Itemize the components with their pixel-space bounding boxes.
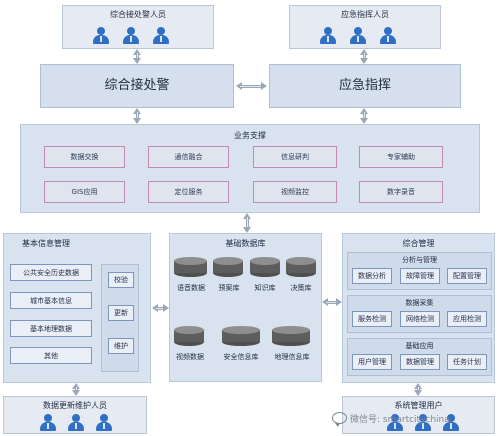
- person-icon: [443, 414, 459, 431]
- dispatch-staff-title: 综合接处警人员: [110, 10, 166, 19]
- database-panel: 基础数据库 语音数据 预案库 知识库 决策库 视频数据 安全信息库 地理信息库: [169, 233, 322, 382]
- database-cylinder-icon: [213, 257, 243, 277]
- analysis-group: 分析与管理 数据分析 故障管理 配置管理: [347, 252, 492, 290]
- person-icon: [415, 414, 431, 431]
- person-icon: [380, 27, 396, 44]
- analysis-item: 数据分析: [352, 268, 392, 284]
- dispatch-staff-panel: 综合接处警人员: [62, 5, 214, 49]
- basic-info-item: 基本地理数据: [10, 320, 92, 337]
- arrow-updown: [133, 49, 141, 64]
- arrow-updown: [360, 49, 368, 64]
- database-item: 知识库: [254, 284, 276, 292]
- base-app-group: 基础应用 用户管理 数据管理 任务计划: [347, 338, 492, 376]
- base-app-item: 任务计划: [447, 354, 487, 370]
- collection-item: 服务检测: [352, 311, 392, 327]
- database-cylinder-icon: [250, 257, 280, 277]
- collection-item: 网络检测: [400, 311, 440, 327]
- basic-info-item: 其他: [10, 347, 92, 364]
- verify-action: 校验: [108, 272, 134, 288]
- chat-bubble-icon: [332, 412, 347, 427]
- watermark: 微信号: smartcitychina: [332, 408, 497, 428]
- command-box: 应急指挥: [269, 64, 461, 108]
- person-icon: [123, 27, 139, 44]
- update-action: 更新: [108, 305, 134, 321]
- arrow-updown: [133, 108, 141, 124]
- support-item: 通信融合: [148, 146, 229, 168]
- business-support-panel: 业务支撑 数据交换 通信融合 信息研判 专家辅助 GIS应用 定位服务 视频监控…: [20, 124, 480, 213]
- basic-info-panel: 基本信息管理 公共安全历史数据 城市基本信息 基本地理数据 其他 校验 更新 维…: [3, 233, 151, 383]
- analysis-item: 配置管理: [447, 268, 487, 284]
- person-icon: [350, 27, 366, 44]
- database-item: 预案库: [218, 284, 240, 292]
- integrated-panel: 综合管理 分析与管理 数据分析 故障管理 配置管理 数据采集 服务检测 网络检测…: [342, 233, 495, 383]
- maintenance-staff-panel: 数据更新维护人员: [3, 396, 147, 434]
- basic-info-item: 城市基本信息: [10, 292, 92, 309]
- integrated-title: 综合管理: [402, 239, 435, 248]
- command-staff-panel: 应急指挥人员: [289, 5, 441, 49]
- database-item: 安全信息库: [223, 353, 259, 361]
- database-item: 语音数据: [177, 284, 205, 292]
- arrow-updown: [243, 213, 251, 233]
- person-icon: [320, 27, 336, 44]
- database-cylinder-icon: [286, 257, 316, 277]
- database-item: 视频数据: [176, 353, 204, 361]
- business-support-title: 业务支撑: [234, 131, 266, 140]
- person-icon: [96, 414, 112, 431]
- database-title: 基础数据库: [225, 239, 266, 248]
- base-app-item: 数据管理: [400, 354, 440, 370]
- support-item: 专家辅助: [359, 146, 443, 168]
- support-item: 数字录音: [359, 181, 443, 203]
- person-icon: [153, 27, 169, 44]
- database-cylinder-icon: [222, 326, 260, 346]
- database-item: 决策库: [290, 284, 312, 292]
- person-icon: [387, 414, 403, 431]
- system-admin-panel: 系统管理用户: [342, 396, 495, 434]
- support-item: 数据交换: [44, 146, 125, 168]
- database-item: 地理信息库: [274, 353, 310, 361]
- database-cylinder-icon: [174, 257, 207, 277]
- person-icon: [93, 27, 109, 44]
- person-icon: [40, 414, 56, 431]
- analysis-item: 故障管理: [400, 268, 440, 284]
- support-item: 信息研判: [253, 146, 337, 168]
- support-item: 视频监控: [253, 181, 337, 203]
- support-item: 定位服务: [148, 181, 229, 203]
- analysis-group-title: 分析与管理: [402, 256, 437, 264]
- collection-item: 应用检测: [447, 311, 487, 327]
- arrow-updown: [360, 108, 368, 124]
- database-cylinder-icon: [272, 326, 310, 346]
- base-app-item: 用户管理: [352, 354, 392, 370]
- watermark-text: 微信号: smartcitychina: [350, 414, 450, 425]
- basic-info-title: 基本信息管理: [22, 239, 70, 248]
- collection-group: 数据采集 服务检测 网络检测 应用检测: [347, 295, 492, 333]
- support-item: GIS应用: [44, 181, 125, 203]
- base-app-group-title: 基础应用: [405, 342, 434, 350]
- system-admin-title: 系统管理用户: [394, 401, 443, 410]
- command-staff-title: 应急指挥人员: [341, 10, 389, 19]
- basic-info-item: 公共安全历史数据: [10, 264, 92, 281]
- arrow-updown: [414, 383, 422, 396]
- collection-group-title: 数据采集: [405, 299, 434, 307]
- arrow-updown: [72, 383, 80, 396]
- maintenance-staff-title: 数据更新维护人员: [43, 401, 107, 410]
- maintain-action: 维护: [108, 338, 134, 354]
- arrow-leftright: [322, 298, 342, 306]
- dispatch-box: 综合接处警: [40, 64, 234, 108]
- arrow-leftright: [236, 82, 267, 90]
- arrow-leftright: [152, 304, 169, 312]
- database-cylinder-icon: [174, 326, 204, 346]
- person-icon: [68, 414, 84, 431]
